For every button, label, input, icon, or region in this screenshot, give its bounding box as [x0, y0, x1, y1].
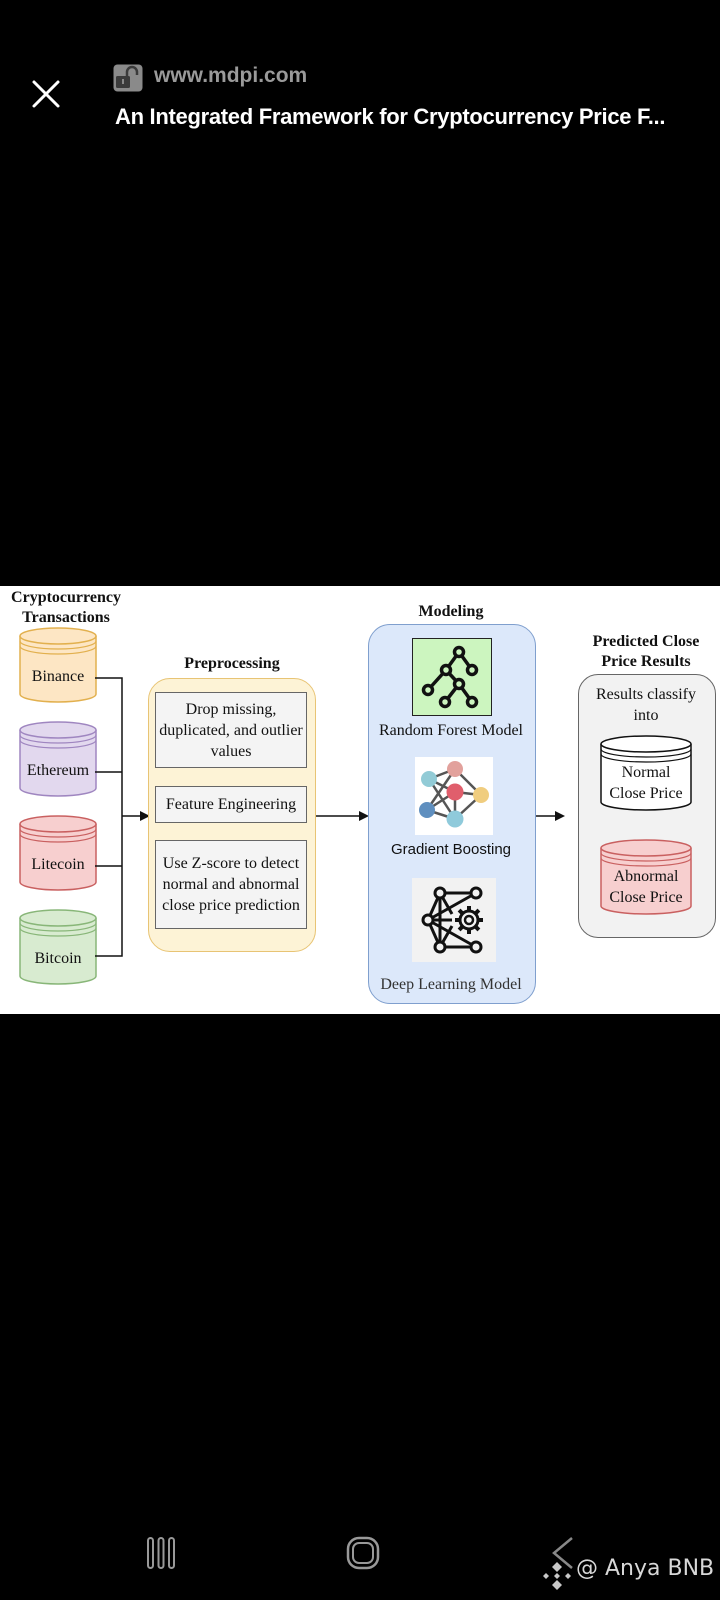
recent-apps-icon[interactable] — [146, 1536, 176, 1570]
result-class-line2: Close Price — [609, 785, 683, 802]
close-icon — [32, 80, 60, 108]
system-navbar — [0, 1500, 720, 1600]
database-cylinder-icon — [19, 627, 97, 703]
preprocessing-heading: Preprocessing — [184, 655, 280, 672]
source-label: Binance — [31, 668, 85, 685]
model-label: Random Forest Model — [379, 722, 523, 739]
close-button[interactable] — [28, 76, 64, 112]
source-label: Ethereum — [26, 762, 90, 779]
source-label: Litecoin — [31, 856, 85, 873]
result-class-line2: Close Price — [609, 889, 683, 906]
preprocessing-step: Drop missing, duplicated, and outlier va… — [155, 692, 307, 768]
binance-logo-icon — [543, 1562, 571, 1590]
modeling-heading: Modeling — [418, 603, 484, 620]
arrow-head — [140, 811, 150, 821]
results-heading: Predicted Close Price Results — [570, 632, 720, 672]
model-label: Gradient Boosting — [390, 841, 512, 858]
decision-tree-icon — [412, 638, 492, 716]
result-class-line1: Abnormal — [613, 868, 679, 885]
arrow-head — [359, 811, 369, 821]
results-intro-line2: into — [633, 707, 659, 724]
database-cylinder-icon — [600, 735, 692, 811]
unlocked-padlock-icon — [113, 64, 143, 92]
model-label: Deep Learning Model — [380, 976, 522, 993]
results-heading-line2: Price Results — [601, 653, 691, 670]
connector-line — [95, 677, 123, 957]
arrow-head — [555, 811, 565, 821]
preprocessing-step: Feature Engineering — [155, 786, 307, 823]
sources-heading-line2: Transactions — [22, 609, 110, 626]
connectors — [95, 677, 565, 957]
database-cylinder-icon — [600, 839, 692, 915]
results-intro-line1: Results classify — [596, 686, 696, 703]
site-domain: www.mdpi.com — [154, 64, 308, 87]
neural-network-gear-icon — [412, 878, 496, 962]
sources-heading: Cryptocurrency Transactions — [0, 588, 132, 628]
network-nodes-icon — [415, 757, 493, 835]
results-intro: Results classify into — [578, 684, 714, 726]
result-class-line1: Normal — [621, 764, 671, 781]
source-label: Bitcoin — [34, 950, 82, 967]
database-cylinder-icon — [19, 815, 97, 891]
page-title: An Integrated Framework for Cryptocurren… — [115, 104, 666, 129]
home-icon[interactable] — [346, 1536, 380, 1570]
watermark-text: @ Anya BNB — [576, 1556, 715, 1581]
sources-heading-line1: Cryptocurrency — [11, 589, 121, 606]
preprocessing-step: Use Z-score to detect normal and abnorma… — [155, 840, 307, 929]
back-icon[interactable] — [548, 1536, 576, 1570]
database-cylinder-icon — [19, 909, 97, 985]
database-cylinder-icon — [19, 721, 97, 797]
results-heading-line1: Predicted Close — [592, 633, 700, 650]
